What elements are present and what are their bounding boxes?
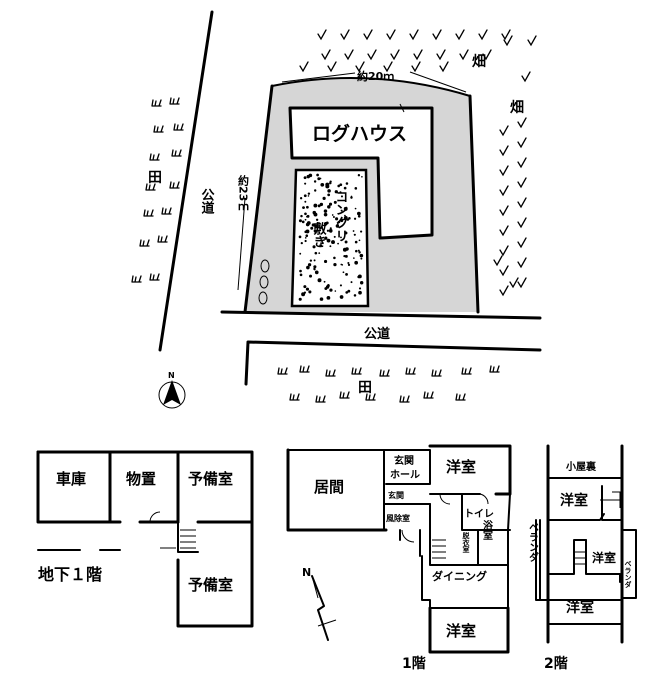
f2-veranda-1: ベランダ xyxy=(527,522,539,563)
concrete-label-2: 敷き xyxy=(311,221,327,248)
field-label-2: 畑 xyxy=(509,100,524,116)
north-arrow-floor1: N xyxy=(302,566,337,641)
concrete-texture xyxy=(298,173,364,301)
f1-living: 居間 xyxy=(314,478,344,496)
basement-outer-left xyxy=(36,450,122,524)
rice-label-left: 田 xyxy=(148,170,162,186)
f2-veranda-2: ベランダ xyxy=(624,560,632,589)
f2-attic: 小屋裏 xyxy=(565,460,597,473)
f1-entrance: 玄関 xyxy=(388,490,404,500)
f1-entrance-hall-1: 玄関 xyxy=(394,454,414,467)
basement-room-garage: 車庫 xyxy=(56,470,86,488)
basement-room-storage: 物置 xyxy=(126,470,156,488)
basement-room-spare2: 予備室 xyxy=(188,576,233,594)
building-label: ログハウス xyxy=(312,122,407,145)
floor1-plan: N 居間 玄関 ホール 洋室 玄関 風除室 トイレ 脱衣室 浴室 ダイニング 洋… xyxy=(286,444,512,672)
f1-bath: 浴室 xyxy=(481,519,493,540)
f1-toilet: トイレ xyxy=(464,508,494,520)
f1-dressing: 脱衣室 xyxy=(462,531,471,554)
road-left-label: 公道 xyxy=(199,188,215,215)
field-label-1: 畑 xyxy=(471,54,486,70)
f1-floor-label: 1階 xyxy=(402,655,426,672)
f1-dust-room: 風除室 xyxy=(386,513,410,523)
road-left-edge xyxy=(158,10,214,352)
f2-floor-label: 2階 xyxy=(544,655,568,672)
basement-room-spare1: 予備室 xyxy=(188,470,233,488)
width-dimension: 約20ｍ xyxy=(357,69,394,83)
north-label-site: N xyxy=(168,371,175,380)
f1-living-wall xyxy=(286,448,388,532)
f2-western-room-2: 洋室 xyxy=(592,550,616,565)
concrete-pad xyxy=(290,168,370,308)
lot-boundary-right xyxy=(468,94,480,314)
concrete-label-1: コンクリ xyxy=(333,190,349,242)
floor2-plan: 小屋裏 洋室 ベランダ 洋室 ベランダ 洋室 2階 xyxy=(527,444,637,672)
f1-western-room-2: 洋室 xyxy=(446,622,476,640)
north-arrow-site xyxy=(158,380,186,409)
road-bottom-edge-top xyxy=(220,310,542,320)
road-bottom-edge-bottom xyxy=(244,340,542,386)
f1-western-room-1: 洋室 xyxy=(446,458,476,476)
road-bottom-label: 公道 xyxy=(364,326,390,342)
vegetation-marks xyxy=(131,29,537,403)
svg-text:N: N xyxy=(302,566,311,579)
f1-entrance-hall-2: ホール xyxy=(390,469,420,481)
basement-plan: 車庫 物置 予備室 予備室 地下１階 xyxy=(36,450,254,628)
f2-western-room-1: 洋室 xyxy=(560,492,588,509)
f2-western-room-3: 洋室 xyxy=(566,599,594,616)
lot-boundary-top xyxy=(271,77,471,97)
basement-floor-label: 地下１階 xyxy=(38,565,102,584)
rice-label-bottom: 田 xyxy=(358,380,372,396)
f1-dining: ダイニング xyxy=(432,569,487,583)
site-plan: ログハウス コンクリ 敷き 約20ｍ 約23ｍ 公道 公道 畑 畑 田 田 N xyxy=(131,10,542,409)
lot-boundary-left xyxy=(243,84,274,314)
depth-dimension: 約23ｍ xyxy=(237,174,250,213)
log-house-outline xyxy=(288,106,434,240)
